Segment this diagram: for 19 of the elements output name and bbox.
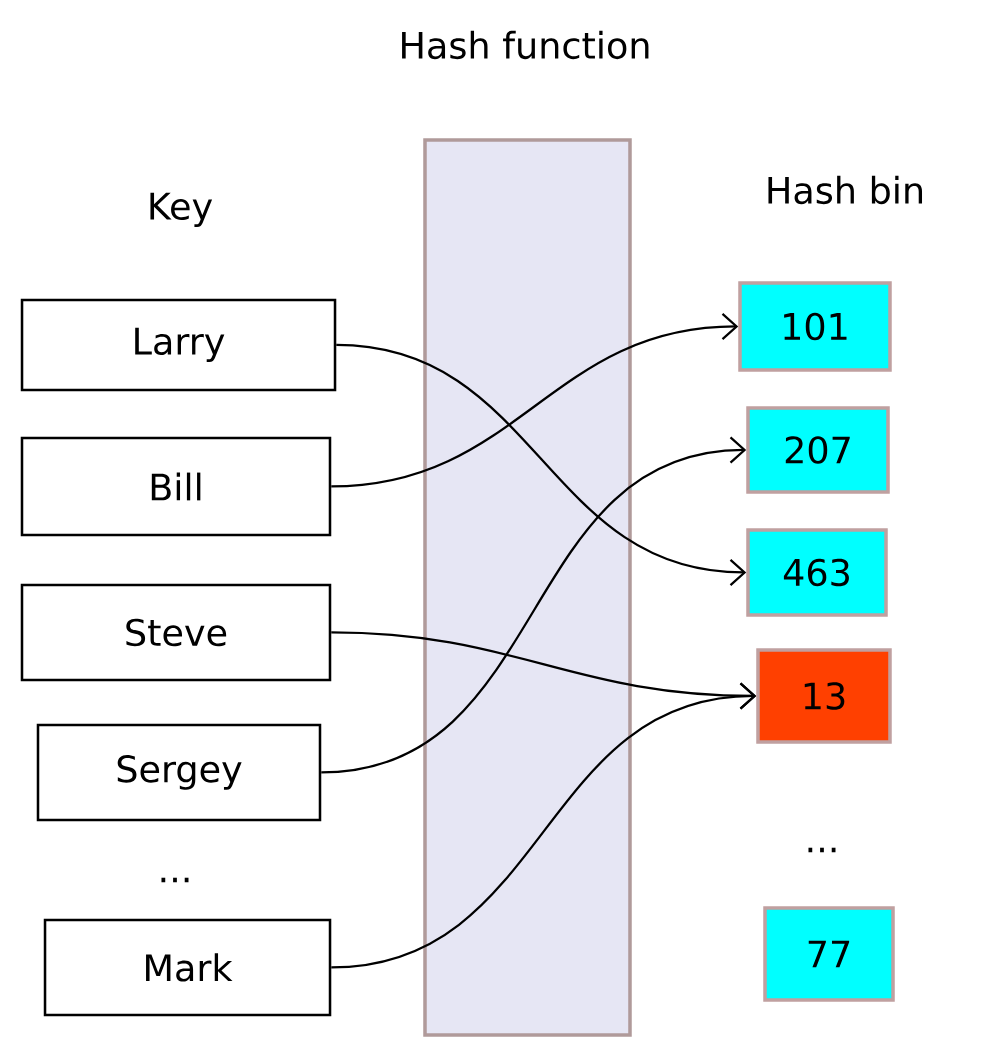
key-box: Bill <box>20 436 332 537</box>
label: ... <box>161 877 189 883</box>
arrow <box>336 343 747 586</box>
bin-box: 13 <box>756 648 892 744</box>
key-box: Mark <box>43 918 332 1017</box>
arrow <box>331 682 757 969</box>
label: ... <box>808 847 836 853</box>
key-box: Steve <box>20 583 332 682</box>
bin-box: 207 <box>746 406 890 494</box>
label: Hash bin <box>768 175 922 205</box>
bin-box: 463 <box>746 528 888 617</box>
bin-box: 77 <box>763 906 895 1002</box>
label: Key <box>150 192 213 228</box>
heading: Hash function <box>402 30 649 60</box>
key-box: Sergey <box>36 723 322 822</box>
arrow <box>321 436 747 774</box>
arrow <box>331 313 739 488</box>
bin-box: 101 <box>738 281 892 372</box>
key-box: Larry <box>20 298 337 392</box>
